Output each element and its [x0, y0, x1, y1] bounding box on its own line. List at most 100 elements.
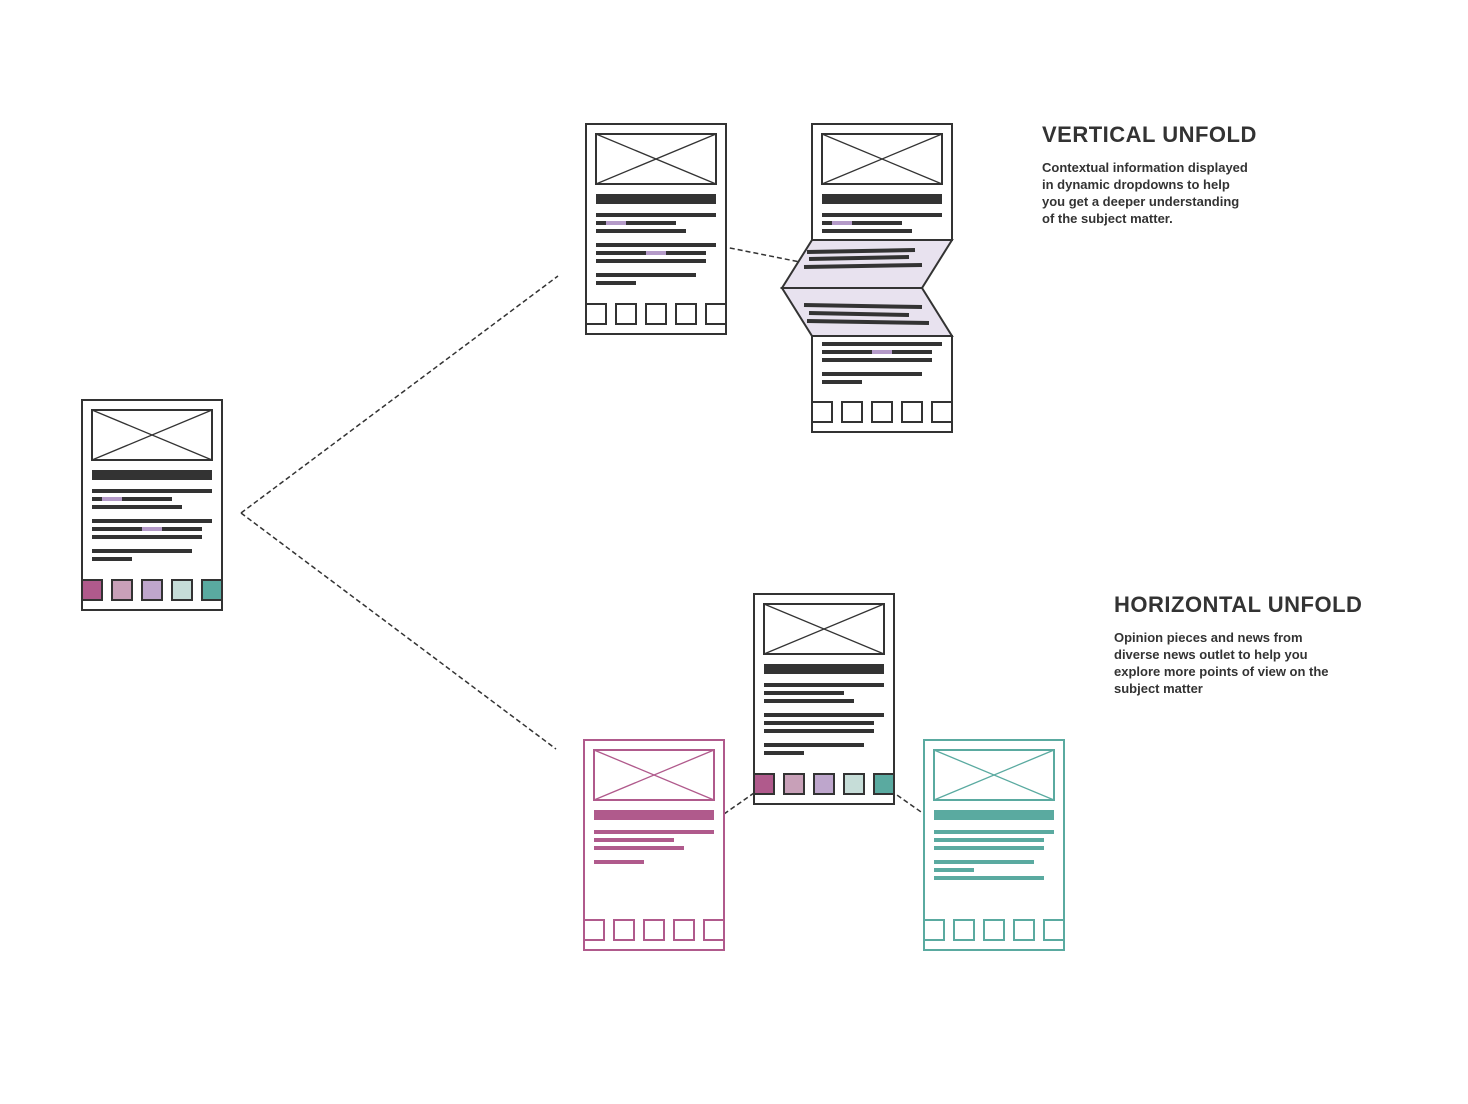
image-cross-line [91, 409, 213, 461]
text-line [92, 557, 132, 561]
nav-square [615, 303, 637, 325]
nav-square [585, 303, 607, 325]
horizontal-unfold-center [753, 593, 895, 805]
text-line [596, 229, 686, 233]
nav-square [673, 919, 695, 941]
text-line [822, 342, 942, 346]
text-line [92, 549, 192, 553]
horizontal-unfold-left-outlet [583, 739, 725, 951]
nav-square [705, 303, 727, 325]
headline-bar [596, 194, 716, 204]
horizontal-unfold-title: HORIZONTAL UNFOLD [1114, 592, 1363, 617]
nav-square [953, 919, 975, 941]
nav-square [843, 773, 865, 795]
text-line [92, 519, 212, 523]
nav-square [783, 773, 805, 795]
text-line [822, 229, 912, 233]
fold-text-line [806, 248, 916, 254]
nav-square [201, 579, 223, 601]
fold-panel-lower [780, 287, 954, 337]
text-line [596, 243, 716, 247]
text-line [594, 830, 714, 834]
nav-square [1013, 919, 1035, 941]
image-cross-line [595, 133, 717, 185]
horizontal-unfold-right-outlet [923, 739, 1065, 951]
fold-text-line [808, 311, 910, 317]
text-line [596, 259, 706, 263]
text-line [934, 830, 1054, 834]
highlighted-term [646, 251, 666, 255]
nav-square [873, 773, 895, 795]
highlighted-term [142, 527, 162, 531]
nav-square [583, 919, 605, 941]
fold-text-line [803, 263, 923, 269]
nav-square [645, 303, 667, 325]
text-line [764, 713, 884, 717]
nav-square [81, 579, 103, 601]
nav-square [613, 919, 635, 941]
text-line [822, 380, 862, 384]
text-line [764, 683, 884, 687]
fold-text-line [803, 303, 923, 309]
nav-square [675, 303, 697, 325]
highlighted-term [832, 221, 852, 225]
nav-square [841, 401, 863, 423]
text-line [764, 751, 804, 755]
vertical-unfold-after [780, 123, 954, 433]
image-cross-line [821, 133, 943, 185]
nav-square [983, 919, 1005, 941]
text-line [596, 213, 716, 217]
vertical-unfold-description: Contextual information displayed in dyna… [1042, 160, 1248, 226]
text-line [596, 273, 696, 277]
text-line [934, 876, 1044, 880]
text-line [822, 358, 932, 362]
text-line [934, 846, 1044, 850]
horizontal-unfold-description: Opinion pieces and news from diverse new… [1114, 630, 1329, 696]
text-line [764, 729, 874, 733]
nav-square [703, 919, 725, 941]
image-cross-line [933, 749, 1055, 801]
nav-square [811, 401, 833, 423]
headline-bar [92, 470, 212, 480]
headline-bar [764, 664, 884, 674]
highlighted-term [606, 221, 626, 225]
text-line [594, 838, 674, 842]
nav-square [813, 773, 835, 795]
nav-square [931, 401, 953, 423]
vertical-unfold-title: VERTICAL UNFOLD [1042, 122, 1257, 147]
nav-square [171, 579, 193, 601]
text-line [822, 372, 922, 376]
text-line [934, 838, 1044, 842]
text-line [594, 846, 684, 850]
nav-square [111, 579, 133, 601]
text-line [92, 505, 182, 509]
text-line [764, 691, 844, 695]
text-line [596, 281, 636, 285]
text-line [92, 497, 172, 501]
text-line [764, 721, 874, 725]
text-line [822, 213, 942, 217]
highlighted-term [872, 350, 892, 354]
text-line [596, 221, 676, 225]
image-cross-line [763, 603, 885, 655]
highlighted-term [102, 497, 122, 501]
text-line [764, 743, 864, 747]
headline-bar [934, 810, 1054, 820]
connector-to-horizontal [240, 512, 557, 750]
nav-square [923, 919, 945, 941]
text-line [92, 489, 212, 493]
nav-square [753, 773, 775, 795]
nav-square [1043, 919, 1065, 941]
nav-square [141, 579, 163, 601]
headline-bar [822, 194, 942, 204]
nav-square [901, 401, 923, 423]
text-line [822, 221, 902, 225]
headline-bar [594, 810, 714, 820]
fold-text-line [808, 255, 910, 261]
text-line [764, 699, 854, 703]
base-article-wireframe [81, 399, 223, 611]
nav-square [643, 919, 665, 941]
connector-to-vertical [240, 275, 559, 514]
image-cross-line [593, 749, 715, 801]
